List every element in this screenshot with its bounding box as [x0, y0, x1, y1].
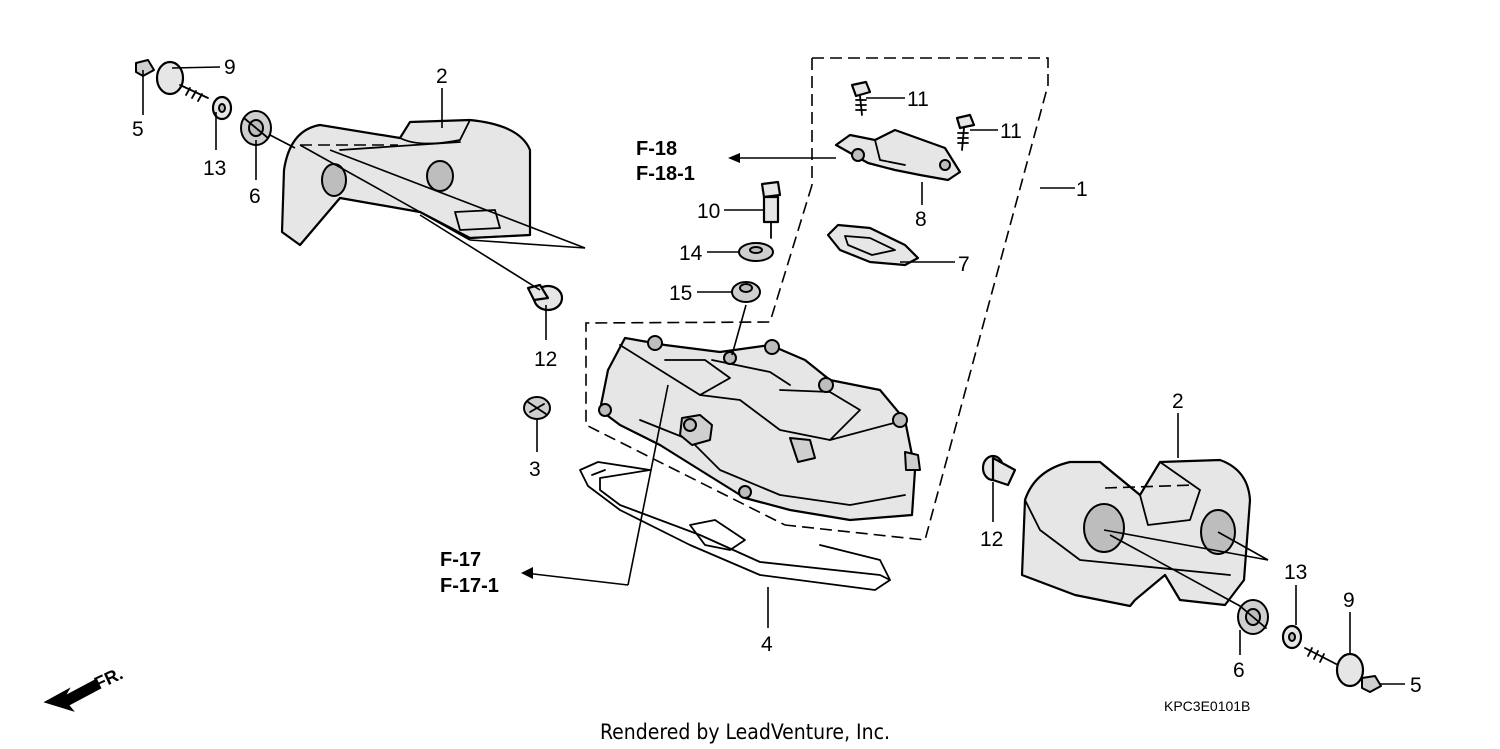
washer-13-right: [1281, 624, 1303, 650]
grommet-3: [523, 396, 551, 420]
callout-12-left: 12: [534, 348, 557, 371]
callout-12-right: 12: [980, 528, 1003, 551]
head-cover-gasket: [579, 461, 891, 591]
callout-1: 1: [1076, 178, 1088, 201]
callout-2-right: 2: [1172, 390, 1184, 413]
callout-10: 10: [697, 200, 720, 223]
callout-14: 14: [679, 242, 703, 265]
bolt-9-left: [155, 60, 209, 102]
breather-cover: [834, 128, 962, 182]
ref-f-18: F-18: [636, 138, 677, 160]
callout-11-a: 11: [907, 88, 929, 111]
callout-6-left: 6: [249, 185, 261, 208]
bolt-9-right: [1304, 647, 1365, 688]
callout-9-right: 9: [1343, 589, 1355, 612]
callout-5-right: 5: [1410, 674, 1422, 697]
credit-text: Rendered by LeadVenture, Inc.: [600, 720, 890, 744]
front-direction-arrow: FR.: [43, 663, 126, 712]
assembly-bracket-1: [585, 57, 1049, 541]
cap-nut-5-right: [1361, 675, 1382, 693]
collar-12-left: [526, 283, 564, 312]
bolt-11-a: [850, 80, 872, 116]
callout-3: 3: [529, 458, 541, 481]
reference-labels: F-18 F-18-1 F-17 F-17-1: [440, 138, 695, 597]
head-cover-left: [280, 118, 532, 247]
collar-12-right: [981, 454, 1017, 487]
callout-2-left: 2: [436, 65, 448, 88]
ref-f-17-1: F-17-1: [440, 575, 499, 597]
cylinder-head-cover: [598, 335, 921, 522]
callout-15: 15: [669, 282, 692, 305]
callout-5-left: 5: [132, 118, 144, 141]
callout-labels: 1 2 2 3 4 5 5 6 6 7 8 9 9 10 11 11 12 12…: [132, 56, 1422, 697]
bolt-10: [760, 180, 782, 239]
ref-f-18-1: F-18-1: [636, 163, 695, 185]
bolt-11-b: [955, 113, 976, 151]
diagram-code: KPC3E0101B: [1164, 698, 1250, 714]
grommet-6-left: [240, 110, 272, 146]
grommet-15: [731, 281, 761, 303]
callout-13-right: 13: [1284, 561, 1307, 584]
grommet-6-right: [1237, 599, 1269, 635]
washer-13-left: [211, 95, 233, 121]
ref-f-17: F-17: [440, 549, 481, 571]
arrow-icon: [43, 678, 102, 712]
callout-11-b: 11: [1000, 120, 1022, 143]
callout-13-left: 13: [203, 157, 226, 180]
head-cover-right: [1020, 458, 1252, 608]
washer-14: [738, 242, 774, 262]
callout-9-left: 9: [224, 56, 236, 79]
breather-gasket: [826, 223, 920, 267]
callout-7: 7: [958, 253, 970, 276]
callout-6-right: 6: [1233, 659, 1245, 682]
callout-4: 4: [761, 633, 773, 656]
cap-nut-5-left: [135, 59, 155, 77]
callout-8: 8: [915, 208, 927, 231]
leader-lines: [142, 66, 1405, 685]
